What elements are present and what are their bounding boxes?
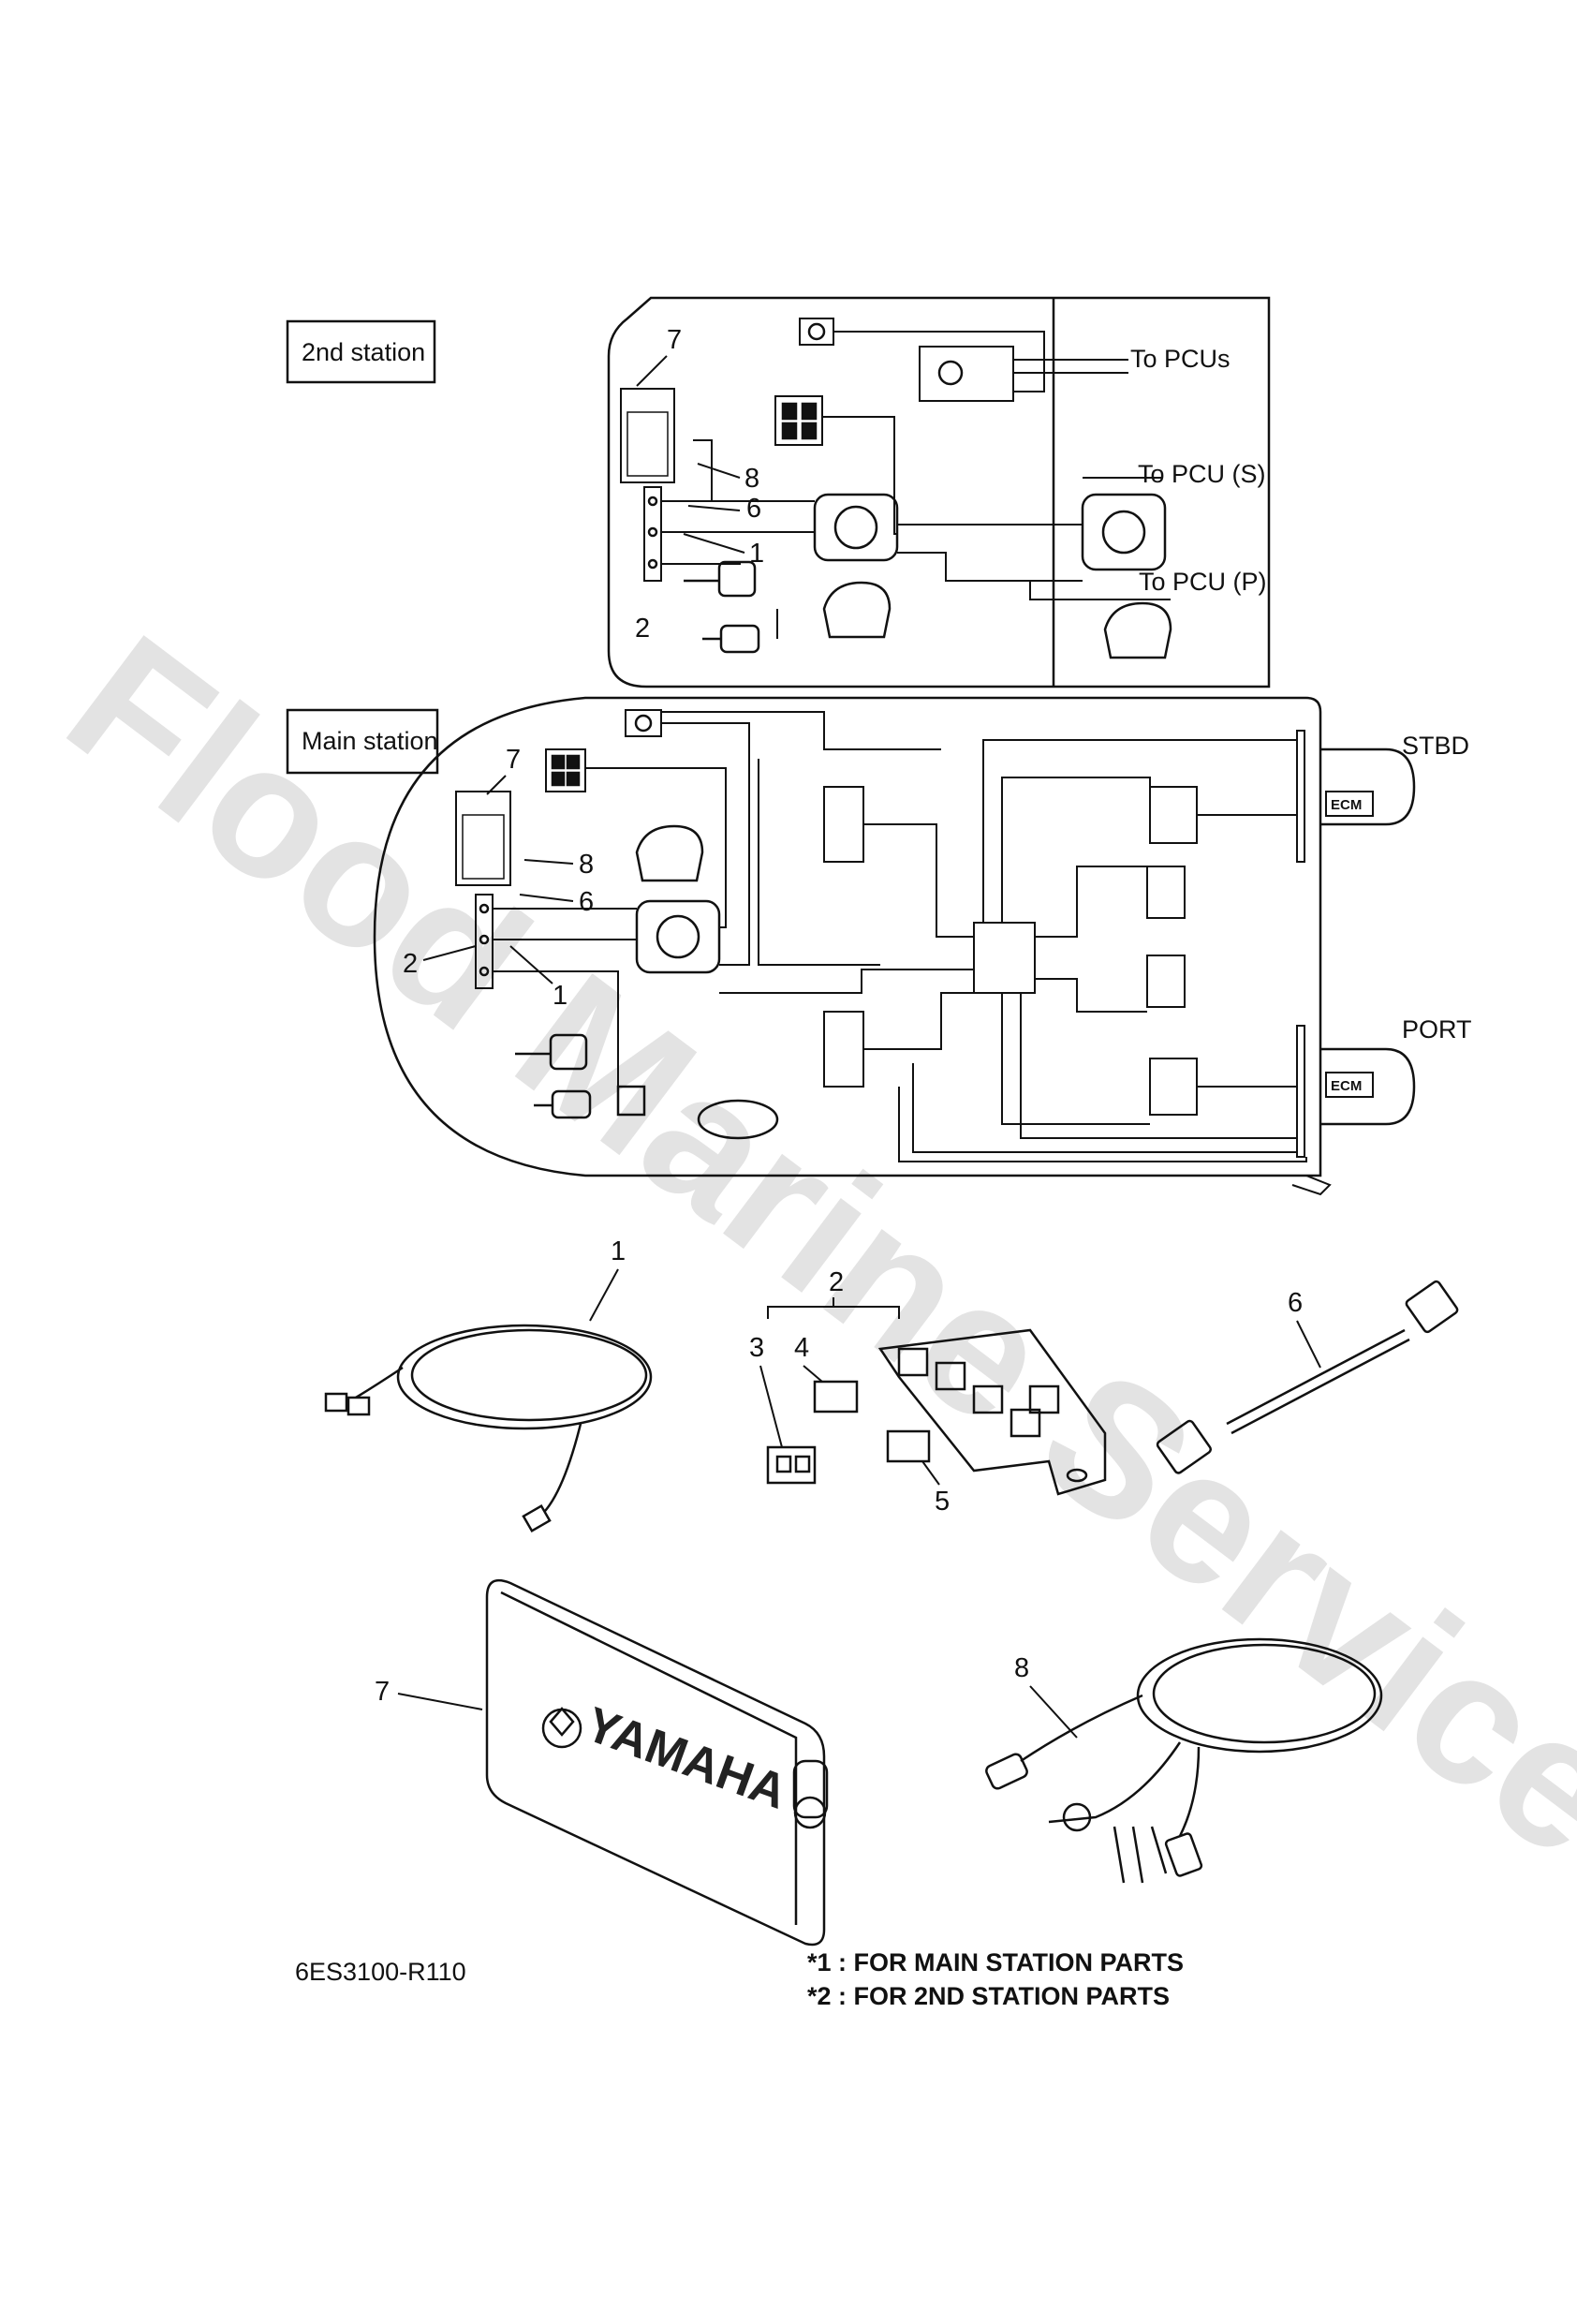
callout-1-main: 1 — [553, 981, 567, 1011]
callout-2: 2 — [635, 614, 650, 644]
main-station-section — [373, 696, 1416, 1196]
callout-6: 6 — [746, 494, 761, 524]
note-second-station: *2 : FOR 2ND STATION PARTS — [807, 1982, 1170, 2010]
second-station-section — [607, 296, 1271, 688]
part-2-hub — [877, 1328, 1107, 1496]
ecm-port-label: ECM — [1331, 1078, 1362, 1094]
part-5-cap — [886, 1429, 931, 1463]
part-4-cap — [813, 1380, 859, 1414]
part-1-label: 1 — [611, 1236, 626, 1266]
part-6-extension-cable — [1156, 1280, 1459, 1474]
to-pcu-s-label: To PCU (S) — [1138, 460, 1266, 488]
second-station-label: 2nd station — [302, 338, 425, 366]
callout-8-main: 8 — [579, 850, 594, 880]
ecm-stbd-label: ECM — [1331, 797, 1362, 813]
part-8-cable — [985, 1637, 1383, 1884]
part-6-label: 6 — [1288, 1288, 1303, 1318]
callout-7-main: 7 — [506, 745, 521, 775]
part-2-label: 2 — [829, 1267, 844, 1297]
main-station-label: Main station — [302, 727, 438, 755]
diagram-code: 6ES3100-R110 — [295, 1958, 466, 1986]
to-pcus-label: To PCUs — [1130, 345, 1231, 373]
display-brand-text: YAMAHA — [579, 1697, 794, 1820]
part-8-label: 8 — [1014, 1653, 1029, 1683]
part-3-label: 3 — [749, 1333, 764, 1363]
part-7-display-cover — [485, 1578, 829, 1947]
callout-6-main: 6 — [579, 887, 594, 917]
to-pcu-p-label: To PCU (P) — [1139, 568, 1267, 596]
part-3-connector — [766, 1445, 817, 1485]
part-4-label: 4 — [794, 1333, 809, 1363]
part-5-label: 5 — [935, 1487, 950, 1517]
callout-7: 7 — [667, 325, 682, 355]
callout-1: 1 — [749, 539, 764, 569]
port-label: PORT — [1402, 1015, 1472, 1044]
callout-8: 8 — [744, 464, 759, 494]
callout-2-main: 2 — [403, 949, 418, 979]
note-main-station: *1 : FOR MAIN STATION PARTS — [807, 1948, 1184, 1976]
part-1-cable — [324, 1324, 653, 1533]
second-station-labels: 2nd station 7 8 6 1 2 To PCUs To PCU (S)… — [286, 319, 1267, 644]
main-station-labels: Main station 7 8 6 2 1 STBD PORT ECM ECM — [286, 708, 1472, 1094]
stbd-label: STBD — [1402, 732, 1469, 760]
part-7-label: 7 — [375, 1677, 390, 1707]
